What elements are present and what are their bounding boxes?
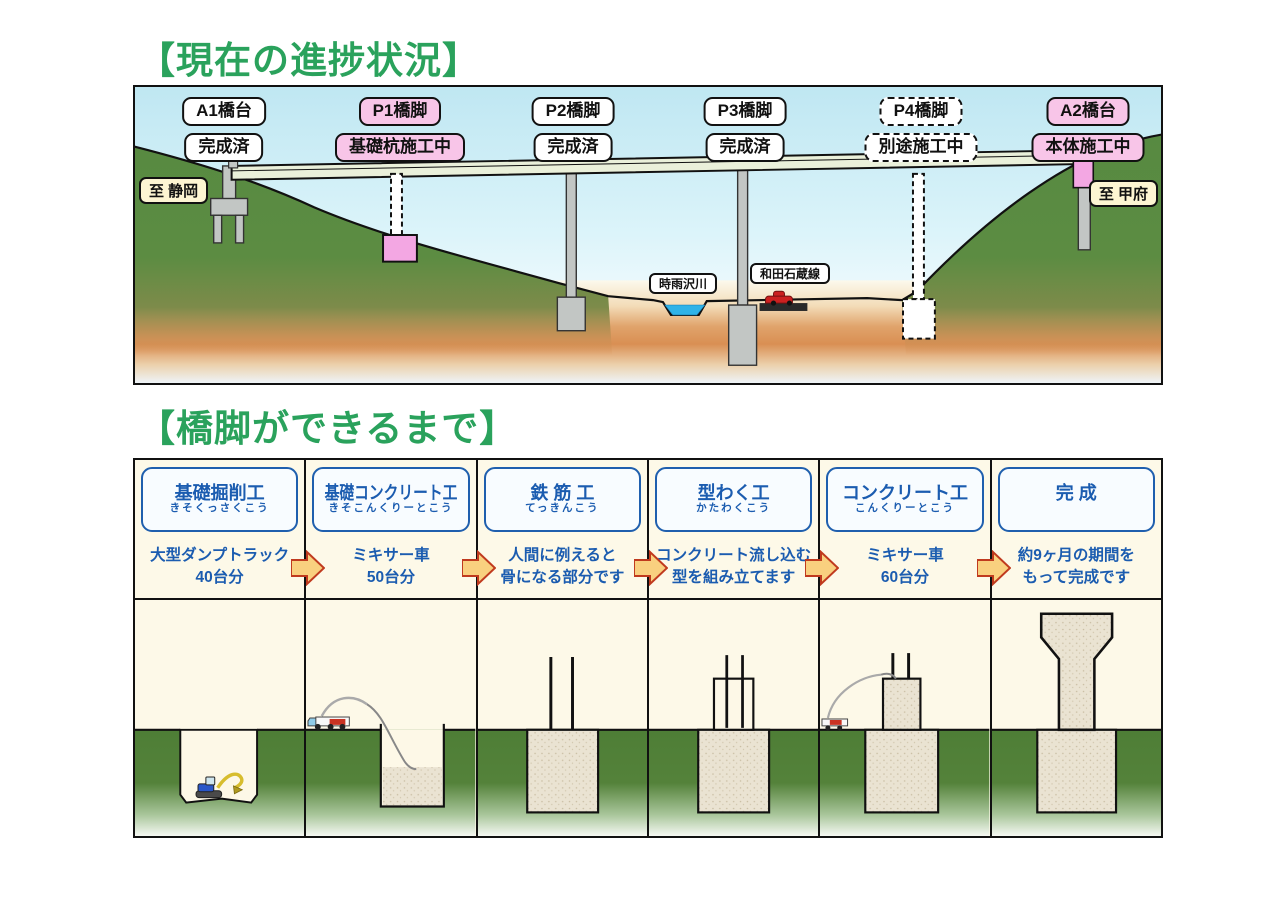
left-hill [135,146,614,369]
flow-arrow-icon [634,550,668,586]
stage-illustration [820,598,990,836]
stage-description: ミキサー車 60台分 [866,547,944,586]
stage-title: コンクリート工 [841,482,968,503]
poured-concrete [383,767,443,807]
stage-illustration [648,598,819,836]
terrain-outline [135,133,1161,317]
pier-p4-dashed [902,172,936,340]
label-group-p3: P3橋脚 完成済 [703,97,787,162]
stage-description: ミキサー車 50台分 [352,547,430,586]
pier-name-badge: A1橋台 [182,97,266,126]
abutment-a1 [210,165,249,244]
stage-column-foundation-concrete: 基礎コンクリート工 きそこんくりーとこう ミキサー車 50台分 [304,460,476,836]
completed-pier-icon [1039,612,1114,732]
pier-p1-dashed [382,172,418,263]
stage-column-completed: 完 成 約9ヶ月の期間を もって完成です [989,460,1161,836]
excavator-icon [195,772,244,799]
label-group-p2: P2橋脚 完成済 [531,97,615,162]
road-label: 和田石蔵線 [749,263,831,284]
stages-panel: 基礎掘削工 きそくっさくこう 大型ダンプトラック 40台分 [133,458,1163,838]
pier-name-badge: A2橋台 [1046,97,1130,126]
stage-illustration [306,598,476,836]
car-icon [765,290,793,306]
stage-title-box: 完 成 [997,467,1155,532]
stage-furigana: かたわくこう [696,502,772,515]
stage-title: 完 成 [1055,482,1097,503]
stage-furigana: こんくりーとこう [854,502,955,515]
label-group-p4: P4橋脚 別途施工中 [864,97,978,162]
stage-description: コンクリート流し込む 型を組み立てます [656,547,812,586]
section1-title: 【現在の進捗状況】 [138,40,480,81]
bridge-scene [135,87,1161,383]
foundation-block [864,728,940,814]
concrete-pump-truck-icon [307,696,417,771]
pier-status-badge: 完成済 [184,132,264,162]
label-group-a1: A1橋台 完成済 [182,97,266,162]
stage-furigana: きそこんくりーとこう [328,502,454,515]
stage-title: 基礎コンクリート工 [324,482,458,503]
stage-title: 基礎掘削工 [174,482,265,503]
stage-title-box: 基礎コンクリート工 きそこんくりーとこう [312,467,470,532]
foundation-block [697,728,771,814]
concrete-pump-truck-icon [821,672,897,731]
pier-name-badge: P4橋脚 [879,97,963,126]
stage-description: 約9ヶ月の期間を もって完成です [1017,547,1135,586]
stage-description: 大型ダンプトラック 40台分 [150,547,290,586]
pier-name-badge: P3橋脚 [703,97,787,126]
rebar-icon [549,657,574,730]
stage-illustration [477,598,647,836]
section2-title: 【橋脚ができるまで】 [138,408,518,449]
stage-column-excavation: 基礎掘削工 きそくっさくこう 大型ダンプトラック 40台分 [135,460,305,836]
pier-status-badge: 本体施工中 [1031,132,1145,162]
stage-title: 型わく工 [697,482,770,503]
label-group-p1: P1橋脚 基礎杭施工中 [335,97,465,162]
label-group-a2: A2橋台 本体施工中 [1031,97,1145,162]
stage-title-box: 型わく工 かたわくこう [654,467,813,532]
rebar-icon [891,653,911,679]
pier-column [882,677,922,731]
stage-title-box: 基礎掘削工 きそくっさくこう [141,467,299,532]
flow-arrow-icon [291,550,325,586]
pier-status-badge: 別途施工中 [864,132,978,162]
pier-status-badge: 基礎杭施工中 [335,132,465,162]
stage-column-rebar: 鉄 筋 工 てっきんこう 人間に例えると 骨になる部分です [475,460,647,836]
progress-diagram-panel: A1橋台 完成済 P1橋脚 基礎杭施工中 P2橋脚 完成済 P3橋脚 完成済 P… [133,85,1163,385]
foundation-block [1035,728,1117,814]
stage-title-box: 鉄 筋 工 てっきんこう [483,467,641,532]
formwork-icon [712,677,755,731]
pier-name-badge: P1橋脚 [358,97,442,126]
flow-arrow-icon [977,550,1011,586]
stage-description: 人間に例えると 骨になる部分です [500,547,625,586]
river-label: 時雨沢川 [648,273,718,294]
pier-status-badge: 完成済 [705,132,785,162]
rebar-icon [725,655,744,728]
stage-illustration [135,598,305,836]
stage-furigana: てっきんこう [525,502,600,515]
stage-title-box: コンクリート工 こんくりーとこう [826,467,984,532]
foundation-block [525,728,599,814]
stage-title: 鉄 筋 工 [530,482,595,503]
stage-illustration [991,598,1161,836]
river-water [664,304,706,316]
stage-column-formwork: 型わく工 かたわくこう コンクリート流し込む 型を組み立てます [646,460,819,836]
stage-column-concrete: コンクリート工 こんくりーとこう ミキサー車 60台分 [818,460,990,836]
stage-furigana: きそくっさくこう [169,502,270,515]
flow-arrow-icon [462,550,496,586]
direction-kofu: 至 甲府 [1088,180,1158,207]
direction-shizuoka: 至 静岡 [139,177,209,204]
pier-p2 [556,169,586,332]
road [759,303,808,311]
pier-name-badge: P2橋脚 [531,97,615,126]
flow-arrow-icon [805,550,839,586]
pier-status-badge: 完成済 [533,132,613,162]
